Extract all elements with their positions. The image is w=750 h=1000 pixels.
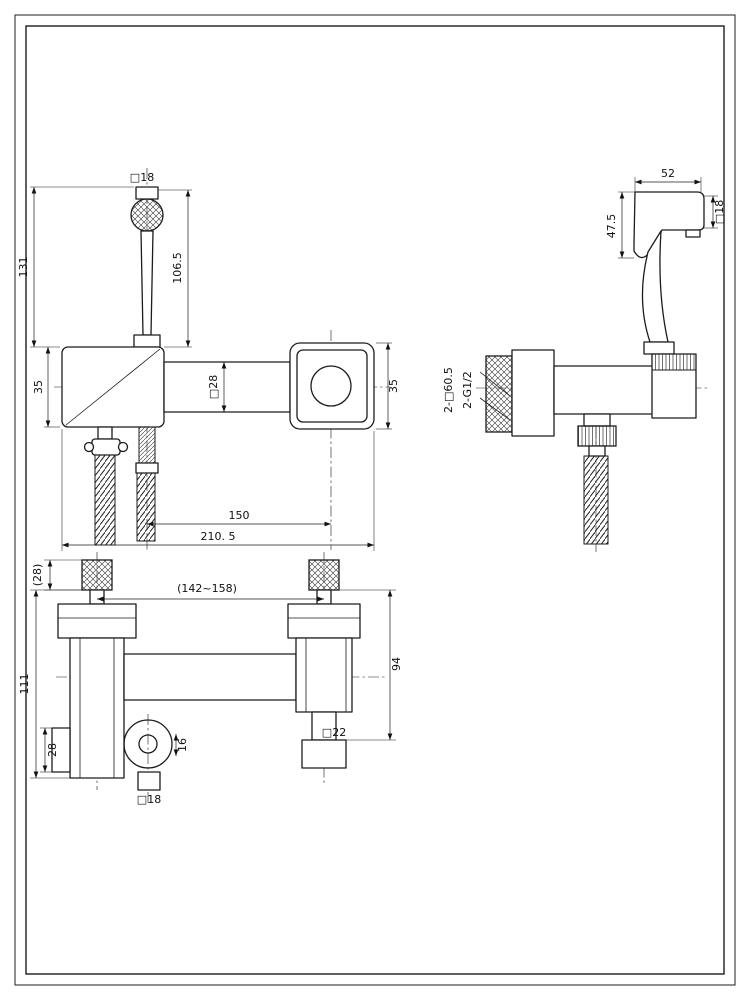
valve-block-diagonal [65, 348, 161, 426]
dim-hole-spacing: 150 [229, 509, 250, 522]
flange-side [511, 349, 555, 437]
dim-outlet-depth: 28 [46, 743, 59, 757]
dim-head-length: 52 [661, 167, 675, 180]
dim-overall-width: 210. 5 [201, 530, 236, 543]
sprayer-holder-ring [123, 719, 173, 769]
spout-foot [301, 739, 347, 769]
spray-nozzle [685, 229, 701, 238]
front-view: □18 106.5 131 35 □28 35 150 210. 5 [17, 168, 400, 552]
side-outlet [51, 727, 71, 773]
dim-holder-size: 16 [176, 738, 189, 752]
top-view: (28) (142~158) 111 28 94 □22 16 □18 [18, 552, 403, 806]
dim-overall-height: 131 [17, 257, 30, 278]
dim-holder-square: □18 [137, 793, 161, 806]
knurled-collar [651, 353, 697, 371]
body-left-top [69, 637, 125, 779]
flange-plate-right [287, 603, 361, 639]
knob-stem-left [89, 589, 105, 605]
dim-body-height-left: 35 [32, 380, 45, 394]
sprayer-handle [140, 230, 154, 336]
sheet-inner-border [25, 25, 725, 975]
side-dimensions: 52 □18 47.5 2-G1/2 2-□60.5 [442, 167, 726, 413]
spray-face [130, 198, 164, 232]
handle-knob-left [81, 559, 113, 591]
handwheel [577, 425, 617, 447]
valve-stem-side [583, 413, 611, 427]
flange-plate-left [57, 603, 137, 639]
knob-stem-right [316, 589, 332, 605]
handle-knob-right [308, 559, 340, 591]
flange-bore [310, 365, 352, 407]
side-view: 52 □18 47.5 2-G1/2 2-□60.5 [442, 167, 726, 552]
holder-clip [137, 771, 161, 791]
sprayer-front [130, 186, 164, 348]
dim-bar-section: □28 [207, 375, 220, 399]
dim-mount-spacing: (142~158) [177, 582, 237, 595]
front-dimensions: □18 106.5 131 35 □28 35 150 210. 5 [17, 171, 400, 551]
sheet-outer-border [14, 14, 736, 986]
body-right-top [295, 637, 353, 713]
leader-line-flange [479, 397, 511, 421]
dim-body-depth: 94 [390, 657, 403, 671]
dim-head-size: □18 [130, 171, 154, 184]
sprayer-top-cap [135, 186, 159, 200]
sprayer-side [633, 191, 705, 355]
dim-spout-size: □22 [322, 726, 346, 739]
outlets-front [83, 426, 159, 546]
dim-thread-spec: 2-G1/2 [461, 371, 474, 409]
dim-body-height-right: 35 [387, 379, 400, 393]
body-bar-side [553, 365, 655, 415]
top-geometry [51, 559, 361, 791]
sprayer-holder-bore [138, 734, 158, 754]
dim-flange-size: 2-□60.5 [442, 367, 455, 413]
body-front [61, 342, 375, 430]
hose-nut [135, 462, 159, 474]
leader-line-thread [479, 371, 511, 397]
check-valve-body [91, 438, 121, 456]
wall-flange-outer [289, 342, 375, 430]
spring-hose-left [94, 454, 116, 546]
check-valve-stem [97, 426, 113, 440]
threaded-connector [138, 426, 156, 464]
dim-knob-height: (28) [31, 564, 44, 587]
connecting-bar [163, 361, 291, 413]
dim-head-size-side: □18 [713, 200, 726, 224]
hose-neck-side [588, 445, 606, 457]
sprayer-nut-side [643, 341, 675, 355]
wall-flange-inner [296, 349, 368, 423]
sprayer-nut [133, 334, 161, 348]
check-valve-knob-right [117, 441, 129, 453]
body-side [479, 349, 697, 545]
crossbar-top [123, 653, 297, 701]
dim-hose-length: 106.5 [171, 252, 184, 284]
dim-overall-depth: 111 [18, 674, 31, 695]
check-valve-knob-left [83, 441, 95, 453]
spring-hose-right [136, 472, 156, 542]
sprayer-head-side [633, 191, 705, 259]
dim-head-height: 47.5 [605, 214, 618, 239]
top-dimensions: (28) (142~158) 111 28 94 □22 16 □18 [18, 559, 403, 806]
spring-hose-side [583, 455, 609, 545]
